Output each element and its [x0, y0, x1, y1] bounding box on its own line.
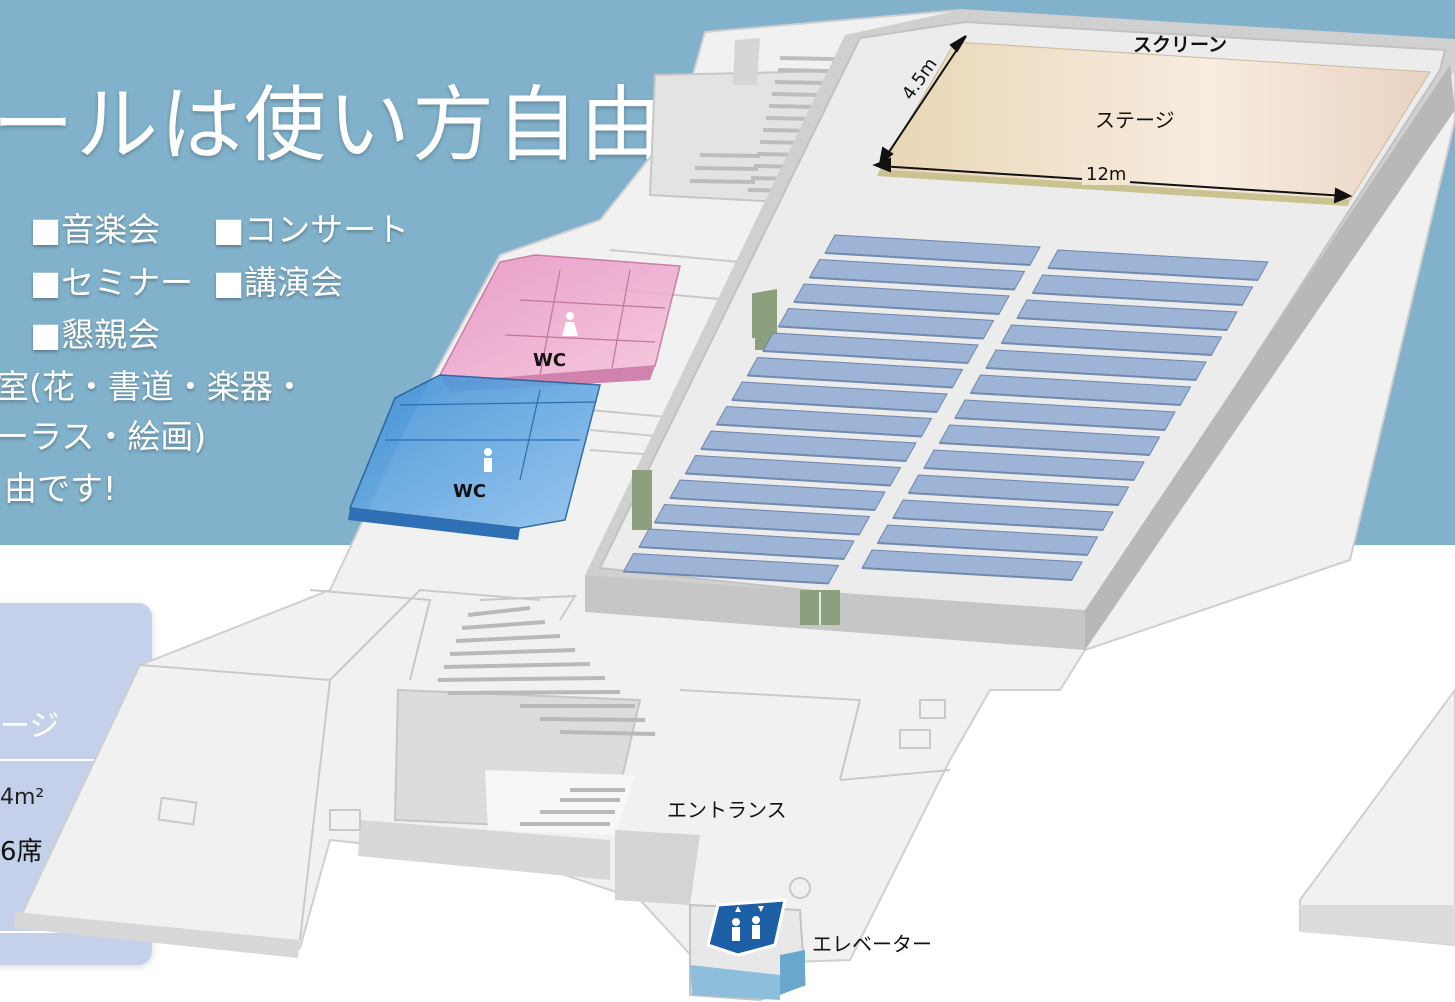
wc-men-label: WC	[453, 481, 487, 502]
use-item-concert: ■コンサート	[213, 210, 410, 249]
seat-row-right-edge	[939, 442, 1150, 456]
info-card-area: 4m²	[0, 785, 45, 810]
use-note: 由です!	[4, 469, 117, 508]
elevator-icon	[706, 898, 787, 957]
seat-row-right-edge	[923, 467, 1135, 481]
info-card-title: ージ	[0, 709, 60, 744]
seat-row-right-edge	[1032, 292, 1243, 306]
seat-row-left-edge	[731, 399, 938, 413]
seat-row-left-edge	[654, 521, 860, 536]
lower-staircase	[393, 606, 700, 905]
wc-women-label: WC	[533, 350, 567, 371]
entrance-label: エントランス	[667, 798, 787, 822]
seat-row-right-edge	[985, 367, 1197, 381]
seat-row-left-edge	[685, 472, 891, 487]
stage	[877, 41, 1431, 206]
seat-row-right-edge	[877, 542, 1088, 556]
stage-label: ステージ	[1095, 108, 1175, 132]
seat-row-left-edge	[623, 570, 829, 585]
seat-row-left-edge	[638, 546, 845, 560]
male-icon	[484, 448, 492, 472]
use-item-concert-hall: ■音楽会	[30, 210, 161, 249]
elevator-label: エレベーター	[812, 932, 932, 956]
info-card-divider	[0, 759, 122, 761]
seat-row-left-edge	[716, 423, 922, 438]
seating-rows	[622, 234, 1269, 585]
seat-row-left-edge	[762, 350, 969, 364]
page-headline: ールは使い方自由	[0, 78, 665, 173]
seat-row-left-edge	[747, 374, 953, 389]
info-card-seats: 6席	[0, 837, 43, 867]
seat-row-right-edge	[1001, 342, 1212, 356]
use-item-lecture: ■講演会	[213, 263, 344, 302]
seat-row-right-edge	[861, 567, 1073, 581]
seat-row-left-edge	[700, 448, 907, 462]
use-item-seminar: ■セミナー	[30, 263, 194, 302]
seat-row-right-edge	[970, 392, 1181, 406]
seat-row-left-edge	[824, 252, 1031, 266]
use-item-classroom: 室(花・書道・楽器・	[0, 367, 306, 406]
use-item-classroom-cont: ーラス・絵画)	[0, 417, 207, 456]
seat-row-left-edge	[793, 301, 1000, 315]
elevator	[689, 898, 807, 1002]
seat-row-right-edge	[1047, 267, 1259, 281]
screen-label: スクリーン	[1133, 34, 1228, 56]
seat-row-left-edge	[669, 497, 876, 511]
female-icon	[562, 312, 578, 336]
seat-row-left-edge	[809, 276, 1015, 291]
seat-row-right-edge	[954, 417, 1166, 431]
seat-row-right-edge	[908, 492, 1119, 506]
seat-row-right-edge	[892, 517, 1104, 531]
wc-men-room	[348, 374, 601, 540]
seat-row-left-edge	[778, 325, 984, 340]
stage-width-label: 12m	[1082, 164, 1131, 185]
use-item-party: ■懇親会	[30, 315, 161, 354]
seat-row-right-edge	[1016, 317, 1228, 331]
wc-women-room	[438, 254, 681, 392]
